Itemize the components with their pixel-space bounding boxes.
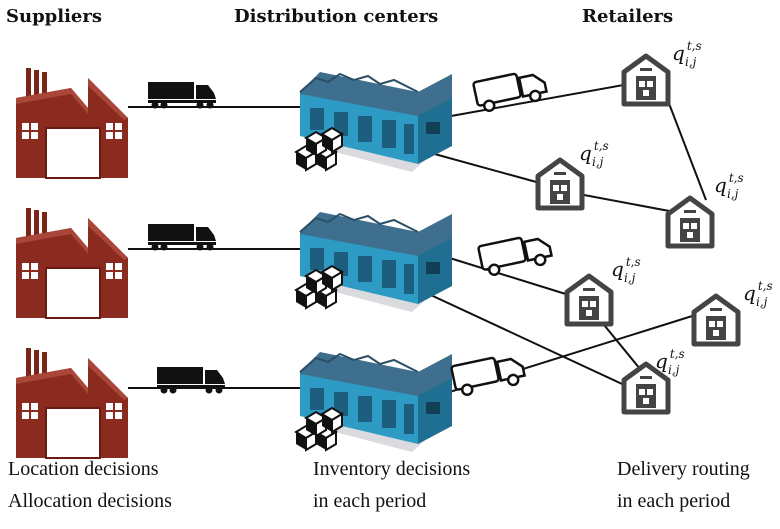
retailer-icon-1 [624, 56, 668, 104]
retail-caption-2: in each period [617, 490, 731, 512]
semi-truck-icon-2 [148, 224, 216, 251]
dc-caption-2: in each period [313, 490, 427, 512]
supplier-factory-icon-2 [15, 207, 129, 319]
semi-truck-icon-1 [148, 82, 216, 109]
supplier-caption-2: Allocation decisions [8, 490, 172, 512]
dc-caption-1: Inventory decisions [313, 458, 471, 480]
supplier-factory-icon-1 [15, 67, 129, 179]
delivery-van-icon-2 [476, 230, 555, 279]
retailer-icon-2 [538, 160, 582, 208]
suppliers-heading: Suppliers [6, 6, 103, 27]
retailer-icon-5 [694, 296, 738, 344]
supplier-factory-icon-3 [15, 347, 129, 459]
supplier-caption-1: Location decisions [8, 458, 159, 480]
semi-truck-icon-3 [157, 367, 225, 394]
distribution-centers-heading: Distribution centers [234, 6, 439, 27]
delivery-van-icon-3 [449, 350, 528, 399]
retailers-heading: Retailers [582, 6, 674, 27]
retailer-icon-3 [668, 198, 712, 246]
retail-caption-1: Delivery routing [617, 458, 750, 480]
retailer-icon-4 [567, 276, 611, 324]
